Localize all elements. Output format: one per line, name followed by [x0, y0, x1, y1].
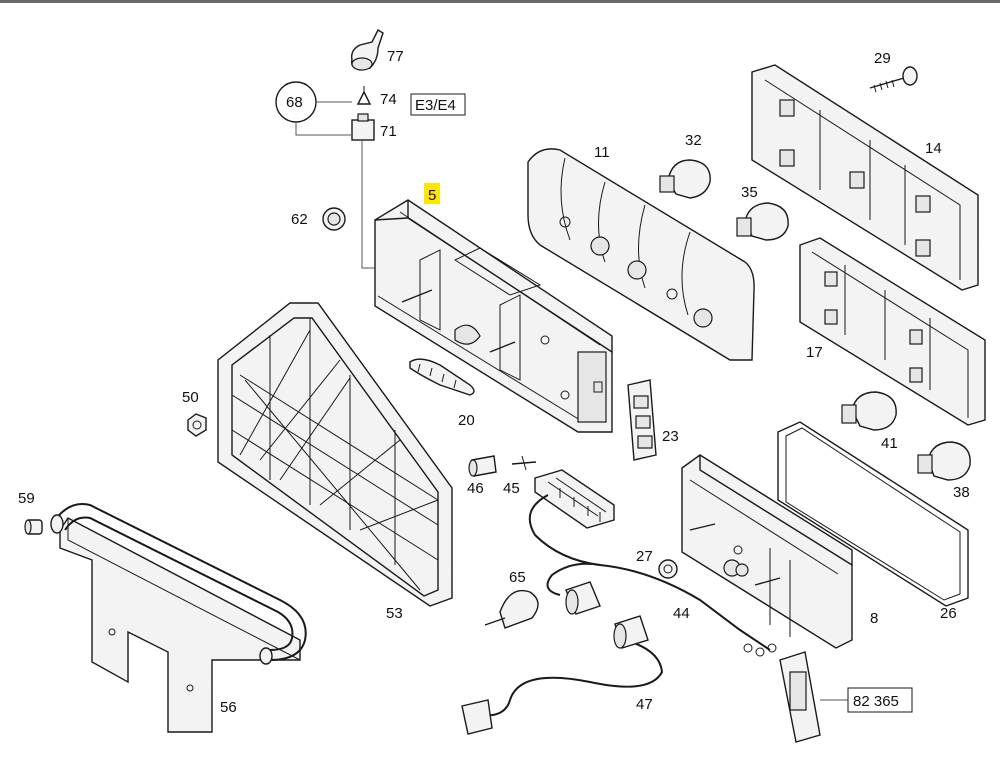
- label-62: 62: [291, 211, 308, 228]
- label-29: 29: [874, 50, 891, 67]
- label-27: 27: [636, 548, 653, 565]
- part-32-bulb: [659, 159, 711, 199]
- part-82365-module: [779, 651, 848, 743]
- label-47: 47: [636, 696, 653, 713]
- label-46: 46: [467, 480, 484, 497]
- label-77: 77: [387, 48, 404, 65]
- cable-to-plug: [546, 562, 601, 596]
- label-35: 35: [741, 184, 758, 201]
- part-38-bulb: [917, 441, 971, 481]
- top-border: [0, 0, 1000, 3]
- label-74: 74: [380, 91, 397, 108]
- part-45-pin: [511, 455, 537, 471]
- label-e3e4: E3/E4: [415, 97, 456, 114]
- label-65: 65: [509, 569, 526, 586]
- label-20: 20: [458, 412, 475, 429]
- terminal-block: [534, 469, 615, 529]
- part-44-cable: [528, 494, 771, 651]
- label-26: 26: [940, 605, 957, 622]
- label-8: 8: [870, 610, 878, 627]
- part-41-bulb: [841, 391, 897, 431]
- part-23-connector-strip: [627, 379, 657, 461]
- label-11: 11: [594, 144, 610, 161]
- label-82365: 82 365: [853, 693, 899, 710]
- label-23: 23: [662, 428, 679, 445]
- part-77-connector: [350, 29, 384, 71]
- label-14: 14: [925, 140, 942, 157]
- label-71: 71: [380, 123, 397, 140]
- part-29-screw: [869, 66, 918, 93]
- label-44: 44: [673, 605, 690, 622]
- label-38: 38: [953, 484, 970, 501]
- leader-71-to-5: [361, 140, 378, 269]
- label-32: 32: [685, 132, 702, 149]
- part-35-bulb: [736, 202, 789, 241]
- part-5-highlight: [424, 183, 440, 204]
- part-11-lens-cover: [527, 148, 755, 361]
- label-41: 41: [881, 435, 898, 452]
- part-46-sleeve: [468, 455, 497, 477]
- part-20-clip: [409, 358, 475, 396]
- part-17-carrier: [799, 237, 986, 426]
- e3e4-box: [410, 93, 466, 116]
- bracket-tube: [50, 503, 307, 665]
- part-68-circle: [275, 81, 352, 136]
- part-5-lamp-housing: [374, 199, 613, 433]
- part-47-cable: [461, 615, 664, 735]
- part-14-bulb-carrier: [751, 64, 979, 291]
- label-50: 50: [182, 389, 199, 406]
- part-65-cable-tie: [484, 589, 539, 629]
- part-82365-box: [847, 687, 913, 713]
- part-74-contact: [356, 86, 372, 105]
- cable-44-terminals: [743, 643, 777, 657]
- part-62-nut: [322, 207, 346, 231]
- part-50-nut: [187, 413, 207, 437]
- part-27-grommet: [658, 559, 678, 579]
- plug-connector: [565, 581, 601, 615]
- label-5: 5: [428, 187, 436, 204]
- label-45: 45: [503, 480, 520, 497]
- part-59-plug: [24, 519, 43, 535]
- label-53: 53: [386, 605, 403, 622]
- label-68: 68: [286, 94, 303, 111]
- label-59: 59: [18, 490, 35, 507]
- part-26-gasket: [777, 421, 969, 607]
- part-53-base-plate: [217, 302, 453, 607]
- label-17: 17: [806, 344, 823, 361]
- part-71-housing: [351, 113, 375, 141]
- part-8-lens: [681, 454, 853, 649]
- label-56: 56: [220, 699, 237, 716]
